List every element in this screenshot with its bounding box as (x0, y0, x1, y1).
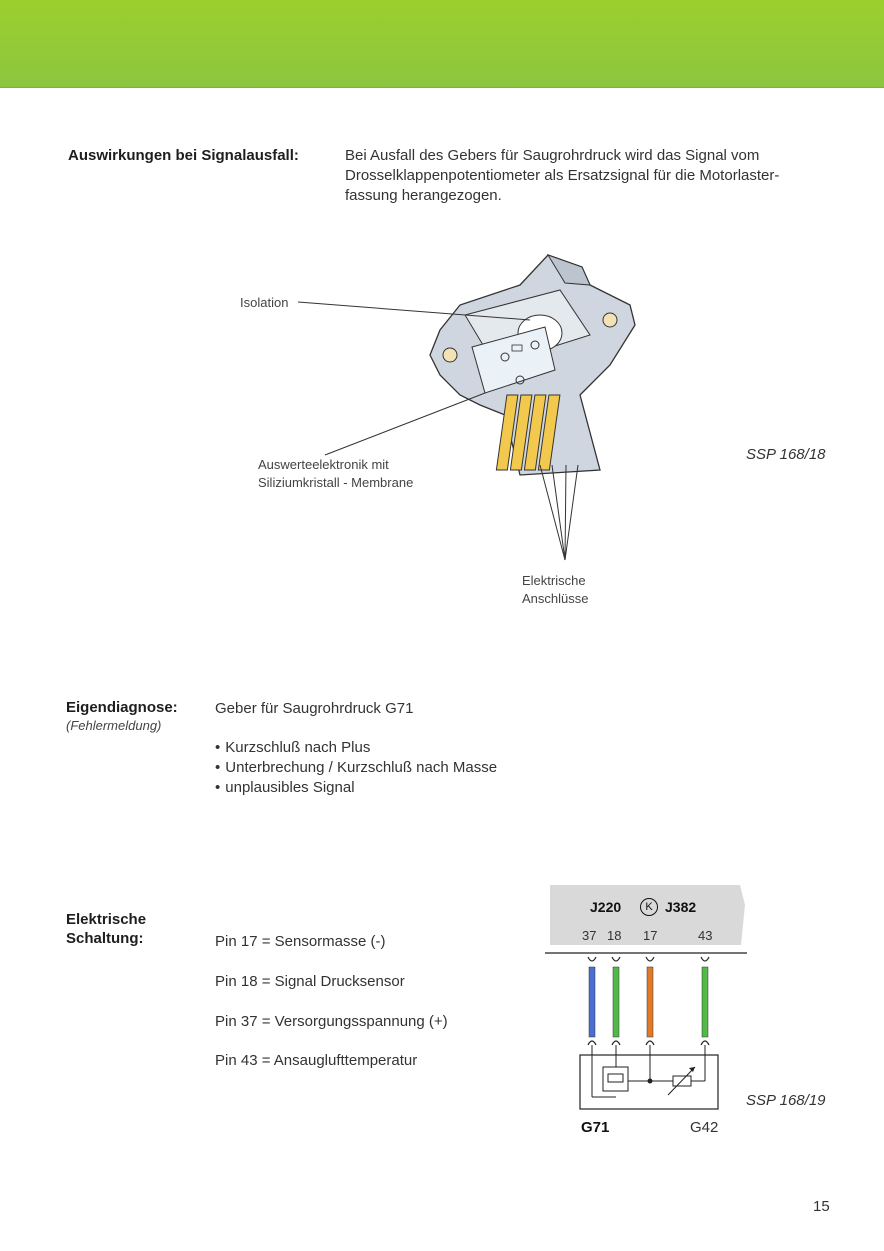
circuit-label-1: Elektrische (66, 911, 147, 928)
figure1-ssp: SSP 168/18 (746, 446, 826, 463)
pin-line: Pin 37 = Versorgungsspannung (+) (215, 1013, 448, 1030)
label-electronics-2: Siliziumkristall - Membrane (258, 475, 414, 490)
label-connections-1: Elektrische (522, 573, 586, 588)
pin-label: 37 (582, 928, 597, 943)
component-label-g42: G42 (690, 1119, 719, 1136)
pressure-sensor-illustration (297, 254, 636, 561)
label-isolation: Isolation (240, 295, 289, 310)
page-number: 15 (813, 1198, 830, 1215)
pin-line: Pin 18 = Signal Drucksensor (215, 973, 405, 990)
ecu-symbol-icon: K (640, 898, 658, 916)
component-label-g71: G71 (581, 1119, 610, 1136)
circuit-label-2: Schaltung: (66, 930, 144, 947)
self-diagnosis-sublabel: (Fehlermeldung) (66, 718, 162, 733)
screw-icon (602, 312, 618, 328)
signal-failure-label: Auswirkungen bei Signalausfall: (68, 147, 299, 164)
self-diagnosis-sensor: Geber für Saugrohrdruck G71 (215, 700, 414, 717)
pin-label: 17 (643, 928, 658, 943)
pin-line: Pin 43 = Ansauglufttemperatur (215, 1052, 418, 1069)
fault-item: unplausibles Signal (215, 778, 497, 798)
connector-pins (495, 394, 561, 471)
fault-list: Kurzschluß nach Plus Unterbrechung / Kur… (215, 738, 497, 798)
electronics-chip (471, 326, 556, 394)
signal-failure-text: Bei Ausfall des Gebers für Saugrohrdruck… (345, 147, 780, 204)
pin-label: 18 (607, 928, 622, 943)
pin-label: 43 (698, 928, 713, 943)
ecu-label-j382: J382 (665, 899, 697, 915)
screw-icon (442, 347, 458, 363)
header-band (0, 0, 884, 88)
figure2-ssp: SSP 168/19 (746, 1092, 826, 1109)
ecu-label-j220: J220 (590, 899, 622, 915)
fault-item: Unterbrechung / Kurzschluß nach Masse (215, 758, 497, 778)
fault-item: Kurzschluß nach Plus (215, 738, 497, 758)
label-connections-2: Anschlüsse (522, 591, 589, 606)
circuit-diagram: J220 K J382 37 18 17 43 G71 G42 (545, 885, 750, 1136)
pin-line: Pin 17 = Sensormasse (-) (215, 933, 386, 950)
label-electronics-1: Auswerteelektronik mit (258, 457, 389, 472)
self-diagnosis-label: Eigendiagnose: (66, 699, 178, 716)
